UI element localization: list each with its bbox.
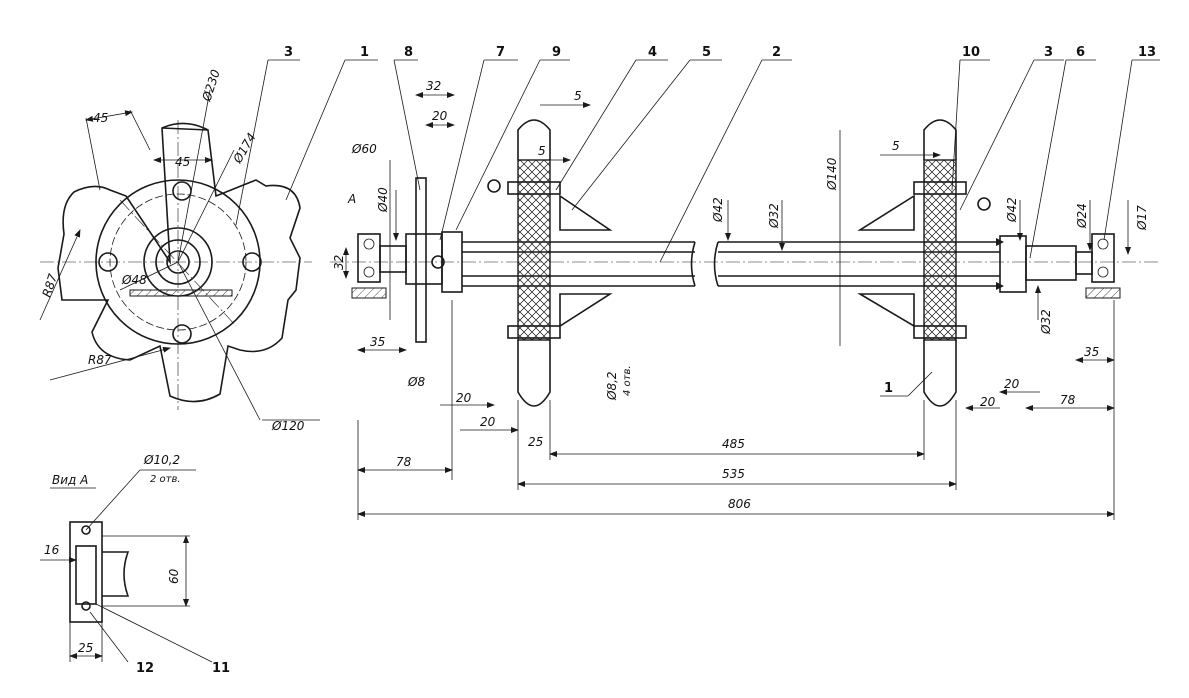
callout-2: 2 <box>772 45 781 60</box>
callout-5: 5 <box>702 45 711 60</box>
dimension-lines <box>343 59 1160 520</box>
dim-b78a: 78 <box>396 455 412 469</box>
dim-m20b: 20 <box>480 415 496 429</box>
callout-10: 10 <box>962 45 980 60</box>
dim-d42a: Ø42 <box>711 197 725 223</box>
dim-b485: 485 <box>722 437 745 451</box>
dim-r87a: R87 <box>40 272 61 299</box>
dim-b535: 535 <box>722 467 745 481</box>
dim-r87b: R87 <box>88 353 112 367</box>
dim-v16: 16 <box>44 543 60 557</box>
dim-d230: Ø230 <box>199 67 223 103</box>
dim-holes4: 4 отв. <box>622 365 633 396</box>
dim-d17: Ø17 <box>1135 205 1149 231</box>
dim-m20a: 20 <box>456 391 472 405</box>
dim-d42b: Ø42 <box>1005 197 1019 223</box>
dim-s45b: 45 <box>175 155 190 169</box>
dim-d40: Ø40 <box>376 187 390 213</box>
dim-d32a: Ø32 <box>767 203 781 229</box>
dim-v60: 60 <box>167 568 181 584</box>
dim-m20c: 20 <box>1004 377 1020 391</box>
dim-d140: Ø140 <box>825 157 839 191</box>
callout-4: 4 <box>648 45 657 60</box>
dim-b35: 35 <box>370 335 385 349</box>
dim-d120: Ø120 <box>271 419 305 433</box>
dim-top20: 20 <box>432 109 448 123</box>
dim-b78b: 78 <box>1060 393 1076 407</box>
sprocket-end-view <box>39 59 378 421</box>
dim-d32b: Ø32 <box>1039 309 1053 335</box>
dim-d174: Ø174 <box>230 130 259 166</box>
dim-holes2: 2 отв. <box>150 474 181 485</box>
dim-top5a: 5 <box>574 89 582 103</box>
callout-1b: 1 <box>884 381 893 396</box>
view-a <box>40 469 213 663</box>
dim-d60: Ø60 <box>351 142 377 156</box>
dim-a32: 32 <box>332 255 346 270</box>
shaft-assembly <box>330 119 1160 407</box>
dim-r35: 35 <box>1084 345 1099 359</box>
callout-12: 12 <box>136 661 154 676</box>
callout-11: 11 <box>212 661 230 676</box>
callout-6: 6 <box>1076 45 1085 60</box>
callout-9: 9 <box>552 45 561 60</box>
dim-top32: 32 <box>426 79 441 93</box>
callout-7: 7 <box>496 45 505 60</box>
callout-3a: 3 <box>284 45 293 60</box>
dim-s45a: 45 <box>93 111 108 125</box>
dim-m20d: 20 <box>980 395 996 409</box>
callout-13: 13 <box>1138 45 1156 60</box>
dim-v25: 25 <box>78 641 93 655</box>
dim-top5b: 5 <box>538 144 546 158</box>
dim-b806: 806 <box>728 497 751 511</box>
callout-8: 8 <box>404 45 413 60</box>
dim-d102: Ø10,2 <box>143 453 180 467</box>
dim-d8: Ø8 <box>407 375 425 389</box>
callout-1a: 1 <box>360 45 369 60</box>
arrow-a: A <box>347 192 356 206</box>
view-a-title: Вид А <box>52 473 88 487</box>
dim-d24: Ø24 <box>1075 203 1089 229</box>
dim-d48: Ø48 <box>121 273 147 287</box>
dim-d82: Ø8,2 <box>605 371 619 401</box>
callout-3b: 3 <box>1044 45 1053 60</box>
dim-top5c: 5 <box>892 139 900 153</box>
dim-b25: 25 <box>528 435 543 449</box>
